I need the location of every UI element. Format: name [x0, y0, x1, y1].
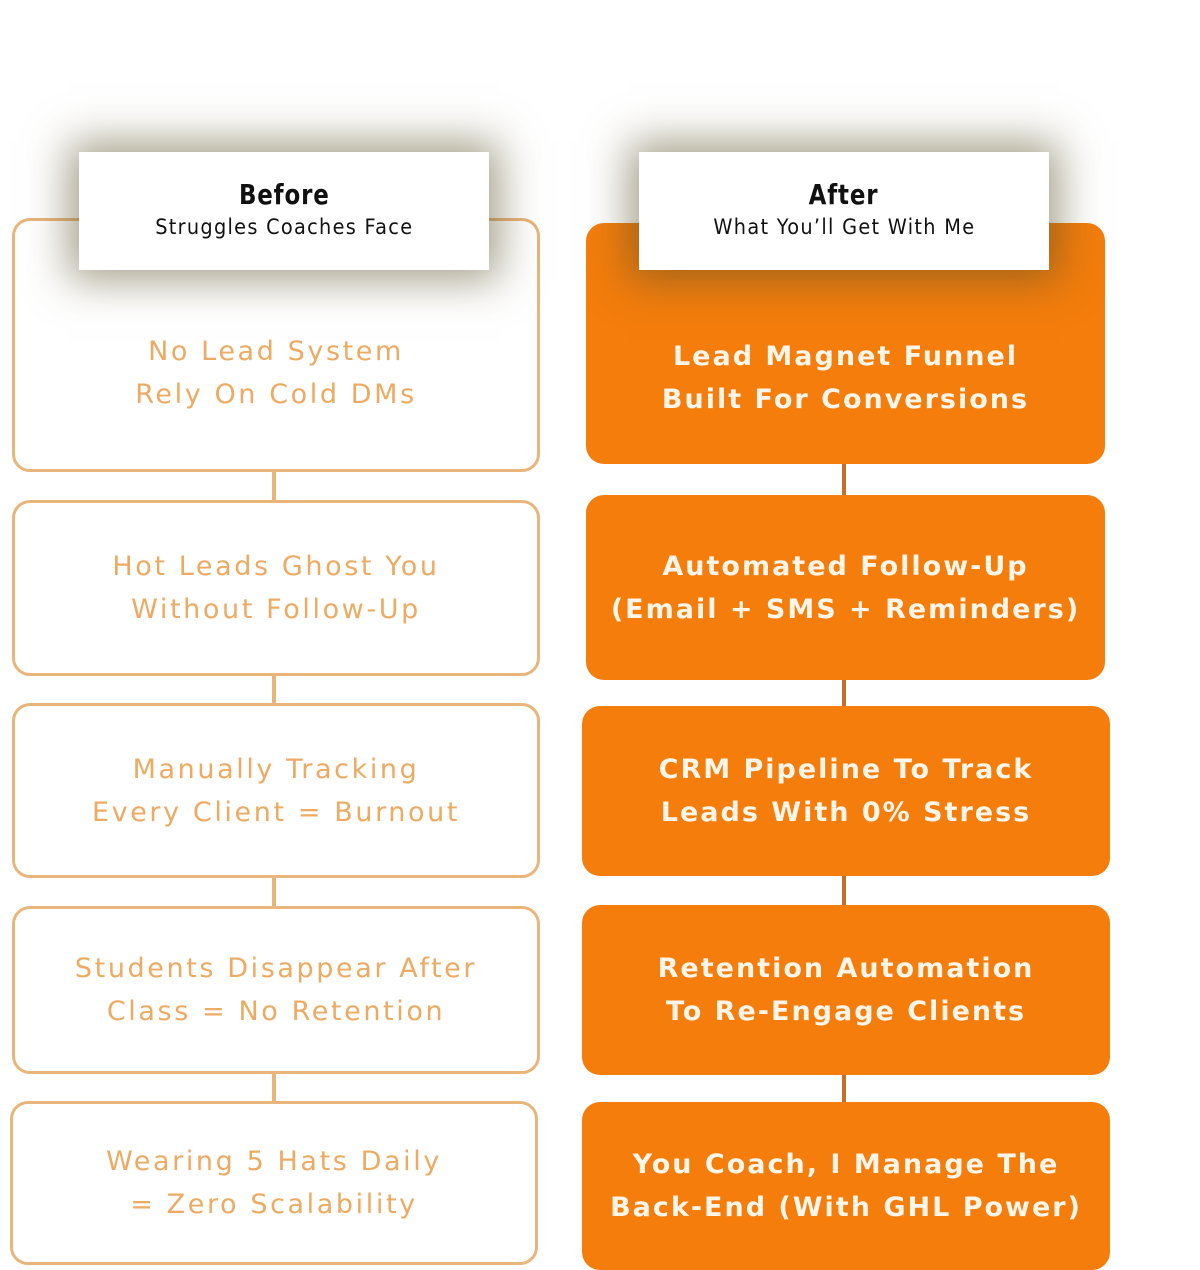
after-item-line: Leads With 0% Stress — [660, 797, 1032, 828]
before-item-line: Rely On Cold DMs — [135, 379, 417, 410]
after-item-line: (Email + SMS + Reminders) — [610, 593, 1081, 625]
before-item-line: Without Follow-Up — [131, 594, 421, 625]
before-item-line: Hot Leads Ghost You — [112, 551, 440, 582]
before-item-students-disappear: Students Disappear After Class = No Rete… — [12, 906, 540, 1074]
before-item-line: No Lead System — [148, 336, 404, 367]
before-item-line: Class = No Retention — [106, 996, 446, 1027]
after-item-line: Back-End (With GHL Power) — [610, 1192, 1082, 1223]
after-item-line: Automated Follow-Up — [662, 550, 1029, 582]
after-connector — [842, 678, 846, 708]
after-header-card: After What You’ll Get With Me — [639, 152, 1049, 270]
before-item-wearing-hats: Wearing 5 Hats Daily = Zero Scalability — [10, 1101, 538, 1265]
after-item-line: To Re-Engage Clients — [665, 996, 1027, 1027]
before-item-line: = Zero Scalability — [130, 1189, 418, 1220]
after-column: After What You’ll Get With Me Lead Magne… — [570, 0, 1130, 1270]
before-title: Before — [238, 178, 330, 211]
before-header-card: Before Struggles Coaches Face — [79, 152, 489, 270]
before-connector — [272, 470, 276, 502]
before-item-line: Wearing 5 Hats Daily — [106, 1146, 442, 1177]
before-item-manual-tracking: Manually Tracking Every Client = Burnout — [12, 703, 540, 878]
after-item-line: You Coach, I Manage The — [632, 1149, 1060, 1180]
before-connector — [272, 876, 276, 908]
after-subtitle: What You’ll Get With Me — [713, 215, 975, 239]
before-connector — [272, 1072, 276, 1104]
before-subtitle: Struggles Coaches Face — [154, 215, 414, 239]
after-item-line: Lead Magnet Funnel — [672, 340, 1019, 372]
before-item-hot-leads-ghost: Hot Leads Ghost You Without Follow-Up — [12, 500, 540, 676]
after-item-you-coach: You Coach, I Manage The Back-End (With G… — [582, 1102, 1110, 1270]
before-item-line: Students Disappear After — [74, 953, 478, 984]
after-connector — [842, 874, 846, 906]
after-item-line: CRM Pipeline To Track — [658, 754, 1034, 785]
after-item-retention-automation: Retention Automation To Re-Engage Client… — [582, 905, 1110, 1075]
before-item-line: Manually Tracking — [132, 753, 420, 785]
before-item-line: Every Client = Burnout — [91, 796, 461, 828]
after-item-line: Retention Automation — [657, 953, 1035, 984]
after-item-automated-follow-up: Automated Follow-Up (Email + SMS + Remin… — [586, 495, 1105, 680]
after-item-crm-pipeline: CRM Pipeline To Track Leads With 0% Stre… — [582, 706, 1110, 876]
after-connector — [842, 462, 846, 496]
before-connector — [272, 674, 276, 706]
after-connector — [842, 1072, 846, 1104]
after-title: After — [809, 178, 879, 211]
before-column: Before Struggles Coaches Face No Lead Sy… — [0, 0, 560, 1270]
after-item-line: Built For Conversions — [661, 383, 1030, 415]
